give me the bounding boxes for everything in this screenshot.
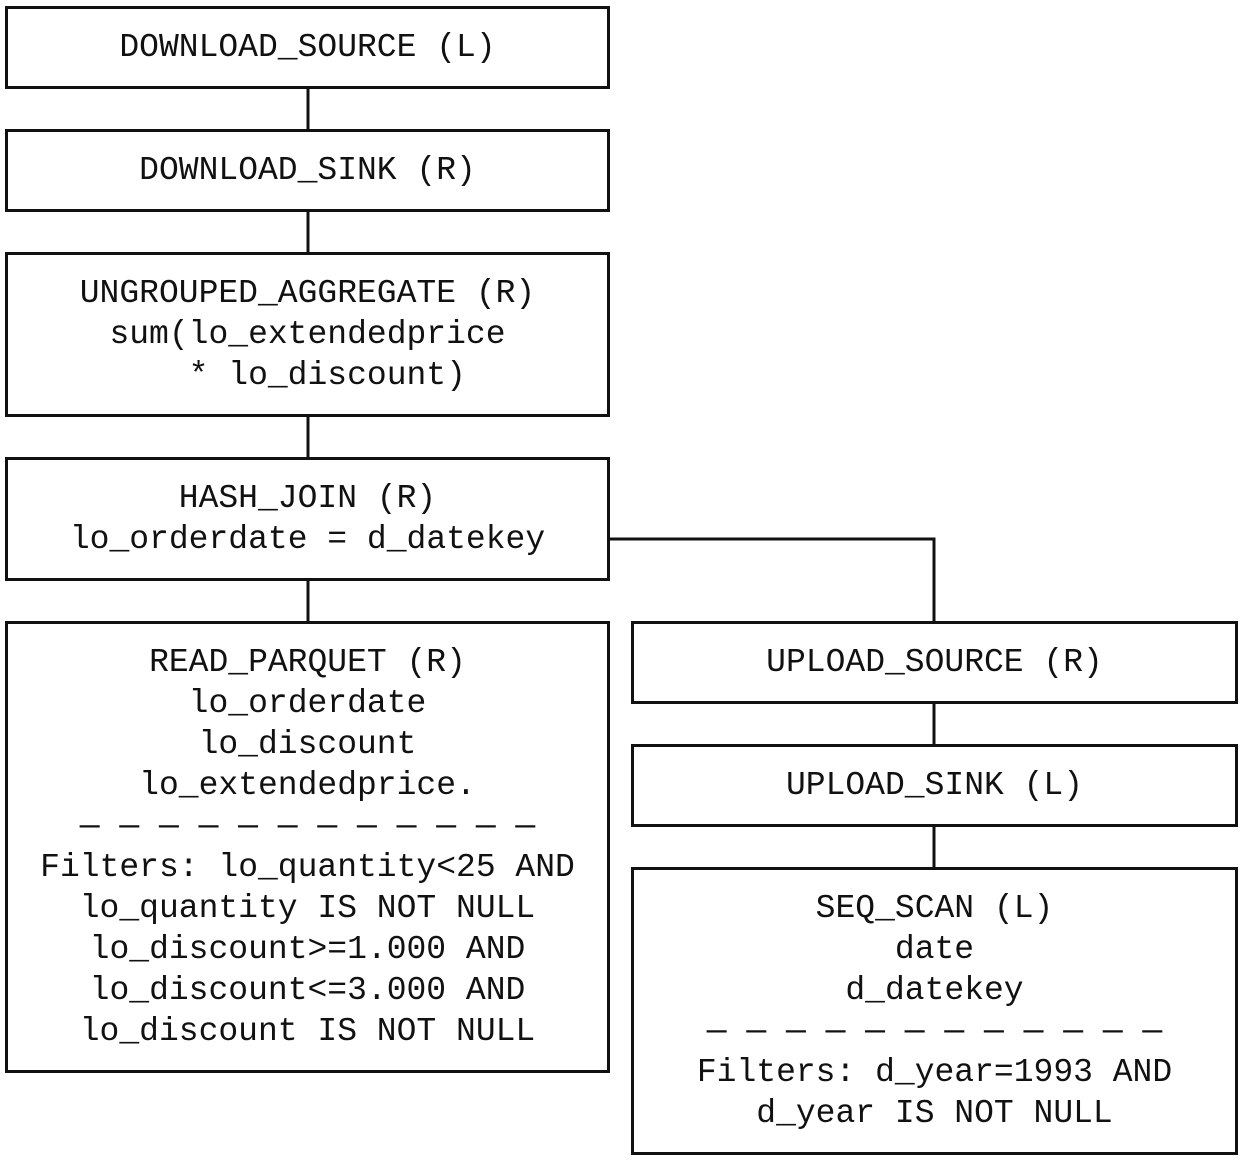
node-seq-scan-filter: Filters: d_year=1993 AND bbox=[696, 1054, 1173, 1091]
node-ungrouped-aggregate-expr-1: sum(lo_extendedprice bbox=[109, 316, 506, 353]
node-seq-scan-separator: — — — — — — — — — — — — bbox=[706, 1013, 1163, 1050]
node-ungrouped-aggregate: UNGROUPED_AGGREGATE (R) sum(lo_extendedp… bbox=[5, 252, 610, 417]
node-ungrouped-aggregate-label: UNGROUPED_AGGREGATE (R) bbox=[79, 275, 536, 312]
node-download-source: DOWNLOAD_SOURCE (L) bbox=[5, 6, 610, 89]
node-read-parquet-filter: lo_discount<=3.000 AND bbox=[89, 972, 526, 1009]
node-seq-scan-table: date bbox=[894, 931, 975, 968]
node-seq-scan: SEQ_SCAN (L) date d_datekey — — — — — — … bbox=[631, 867, 1238, 1155]
node-read-parquet-column: lo_discount bbox=[198, 726, 417, 763]
node-hash-join-label: HASH_JOIN (R) bbox=[178, 480, 437, 517]
node-download-sink-label: DOWNLOAD_SINK (R) bbox=[139, 152, 476, 189]
node-upload-sink-label: UPLOAD_SINK (L) bbox=[785, 767, 1084, 804]
node-read-parquet-filter: lo_discount IS NOT NULL bbox=[79, 1013, 536, 1050]
node-read-parquet: READ_PARQUET (R) lo_orderdate lo_discoun… bbox=[5, 621, 610, 1073]
node-seq-scan-column: d_datekey bbox=[845, 972, 1024, 1009]
node-upload-source: UPLOAD_SOURCE (R) bbox=[631, 621, 1238, 704]
node-read-parquet-separator: — — — — — — — — — — — — bbox=[79, 808, 536, 845]
node-upload-source-label: UPLOAD_SOURCE (R) bbox=[766, 644, 1103, 681]
node-download-sink: DOWNLOAD_SINK (R) bbox=[5, 129, 610, 212]
node-read-parquet-filter: lo_quantity IS NOT NULL bbox=[79, 890, 536, 927]
node-read-parquet-filter: lo_discount>=1.000 AND bbox=[89, 931, 526, 968]
node-read-parquet-label: READ_PARQUET (R) bbox=[149, 644, 466, 681]
node-read-parquet-column: lo_orderdate bbox=[188, 685, 427, 722]
node-seq-scan-label: SEQ_SCAN (L) bbox=[815, 890, 1054, 927]
node-hash-join: HASH_JOIN (R) lo_orderdate = d_datekey bbox=[5, 457, 610, 581]
node-seq-scan-filter: d_year IS NOT NULL bbox=[756, 1095, 1113, 1132]
node-download-source-label: DOWNLOAD_SOURCE (L) bbox=[119, 29, 496, 66]
node-upload-sink: UPLOAD_SINK (L) bbox=[631, 744, 1238, 827]
node-read-parquet-column: lo_extendedprice. bbox=[139, 767, 476, 804]
node-read-parquet-filter: Filters: lo_quantity<25 AND bbox=[40, 849, 575, 886]
edge-hash-join-to-upload-source bbox=[609, 537, 936, 622]
node-ungrouped-aggregate-expr-2: * lo_discount) bbox=[149, 357, 466, 394]
node-hash-join-condition: lo_orderdate = d_datekey bbox=[69, 521, 546, 558]
